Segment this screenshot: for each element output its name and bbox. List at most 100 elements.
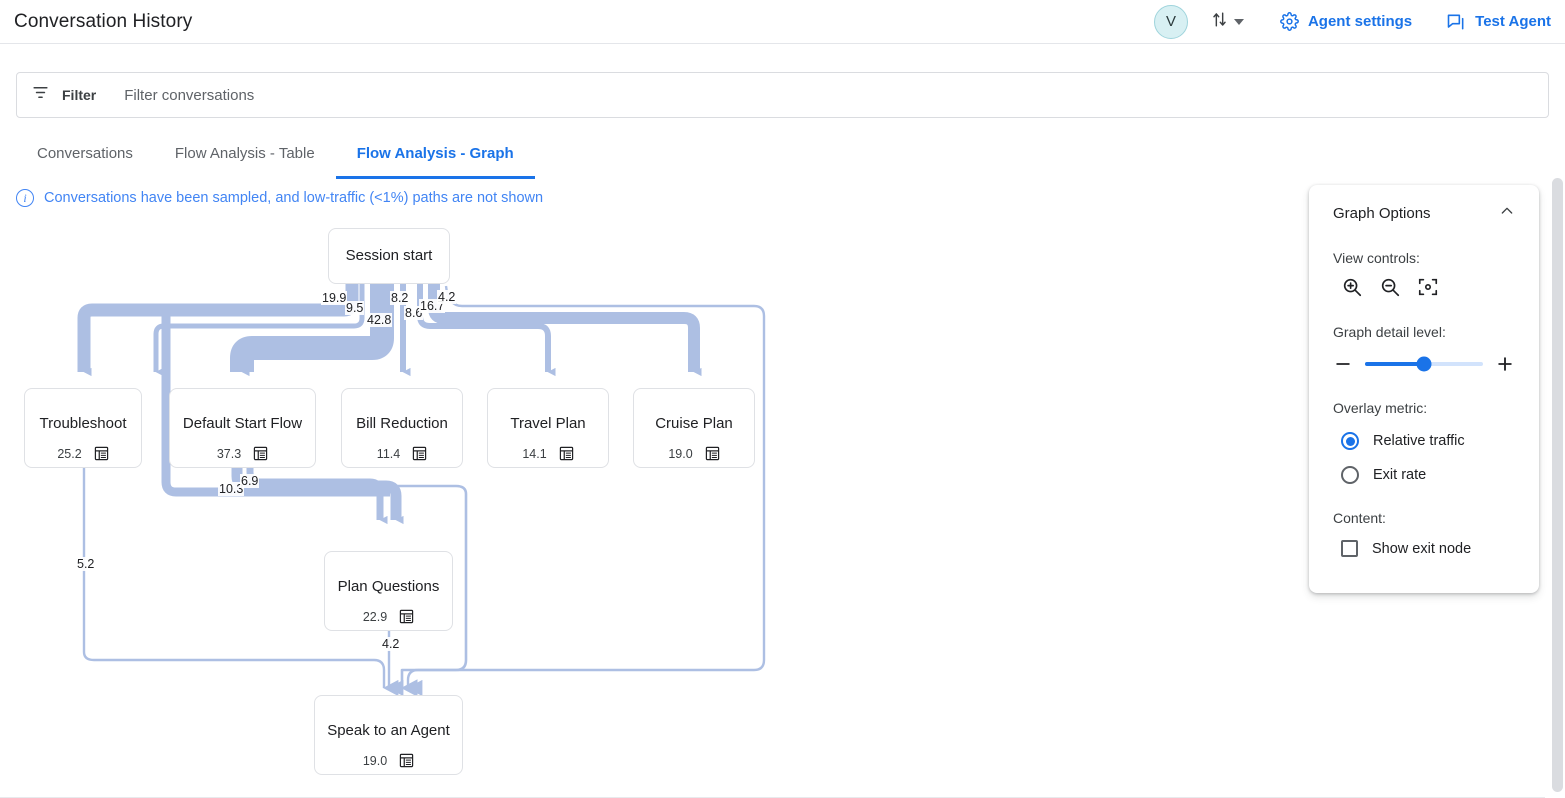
- node-title: Speak to an Agent: [327, 722, 450, 739]
- node-metric: 25.2: [57, 446, 82, 461]
- radio-relative-traffic[interactable]: Relative traffic: [1333, 432, 1515, 450]
- list-table-icon[interactable]: [705, 446, 720, 461]
- node-title: Troubleshoot: [39, 415, 127, 432]
- chat-bubbles-icon: [1446, 12, 1466, 32]
- node-metric: 14.1: [522, 446, 547, 461]
- avatar[interactable]: V: [1153, 4, 1188, 39]
- edge-label-plan-speak: 4.2: [381, 637, 401, 651]
- app-header: Conversation History V Agent settings: [0, 0, 1565, 44]
- filter-icon: [31, 83, 50, 107]
- radio-button[interactable]: [1341, 432, 1359, 450]
- list-table-icon[interactable]: [94, 446, 109, 461]
- header-actions: V Agent settings: [1153, 4, 1565, 39]
- edge-label-session-troubleshoot: 19.9: [321, 291, 348, 305]
- checkbox-icon[interactable]: [1341, 540, 1358, 557]
- node-metric-row: 14.1: [522, 446, 573, 461]
- agent-settings-label: Agent settings: [1307, 13, 1413, 30]
- flow-graph-canvas[interactable]: Session start Troubleshoot 25.2 Default …: [0, 176, 1545, 798]
- node-metric-row: 19.0: [363, 753, 414, 768]
- graph-node-default-start-flow[interactable]: Default Start Flow 37.3: [169, 388, 316, 468]
- vertical-scrollbar[interactable]: [1550, 176, 1565, 798]
- filter-bar[interactable]: Filter Filter conversations: [16, 72, 1549, 118]
- zoom-out-icon[interactable]: [1379, 276, 1401, 298]
- edge-troubleshoot-speak: [82, 448, 399, 697]
- tab-flow-analysis-table[interactable]: Flow Analysis - Table: [174, 145, 315, 162]
- edge-label-session-default-a: 42.8: [366, 313, 393, 327]
- graph-node-bill-reduction[interactable]: Bill Reduction 11.4: [341, 388, 463, 468]
- graph-node-cruise-plan[interactable]: Cruise Plan 19.0: [633, 388, 755, 468]
- graph-node-session-start[interactable]: Session start: [328, 228, 450, 284]
- node-title: Default Start Flow: [182, 415, 303, 432]
- scrollbar-thumb[interactable]: [1552, 178, 1563, 792]
- detail-level-slider-row: [1333, 354, 1515, 374]
- edge-session-default-a: [230, 284, 394, 377]
- chevron-up-icon[interactable]: [1499, 203, 1515, 224]
- content-label: Content:: [1333, 510, 1386, 526]
- edge-label-session-speak: 4.2: [437, 290, 457, 304]
- graph-node-speak-to-an-agent[interactable]: Speak to an Agent 19.0: [314, 695, 463, 775]
- view-controls-group: [1333, 276, 1515, 298]
- tab-flow-analysis-graph[interactable]: Flow Analysis - Graph: [335, 145, 535, 179]
- sampling-banner-text: Conversations have been sampled, and low…: [44, 190, 544, 206]
- view-controls-label: View controls:: [1333, 250, 1420, 266]
- edge-session-travel: [417, 284, 556, 377]
- graph-node-plan-questions[interactable]: Plan Questions 22.9: [324, 551, 453, 631]
- graph-node-troubleshoot[interactable]: Troubleshoot 25.2: [24, 388, 142, 468]
- edge-loop-left-a: [151, 303, 390, 497]
- agent-settings-button[interactable]: Agent settings: [1280, 12, 1412, 31]
- node-metric-row: 25.2: [57, 446, 108, 461]
- node-metric-row: 19.0: [668, 446, 719, 461]
- edge-label-troubleshoot-speak: 5.2: [76, 557, 96, 571]
- gear-icon: [1280, 12, 1299, 31]
- list-table-icon[interactable]: [253, 446, 268, 461]
- radio-exit-rate[interactable]: Exit rate: [1333, 466, 1515, 484]
- info-icon: i: [16, 189, 34, 207]
- swap-vertical-icon: [1210, 10, 1229, 34]
- detail-level-label: Graph detail level:: [1333, 324, 1446, 340]
- graph-options-title: Graph Options: [1333, 205, 1431, 222]
- node-title: Cruise Plan: [655, 415, 733, 432]
- list-table-icon[interactable]: [399, 753, 414, 768]
- fit-to-screen-icon[interactable]: [1417, 276, 1439, 298]
- page-title: Conversation History: [14, 10, 193, 32]
- edge-label-default-plan-a: 10.3: [218, 482, 245, 496]
- detail-level-slider[interactable]: [1365, 356, 1483, 372]
- node-metric: 19.0: [362, 753, 388, 768]
- node-title: Travel Plan: [510, 415, 586, 432]
- list-table-icon[interactable]: [412, 446, 427, 461]
- graph-node-travel-plan[interactable]: Travel Plan 14.1: [487, 388, 609, 468]
- node-metric: 11.4: [376, 446, 401, 461]
- tab-conversations[interactable]: Conversations: [37, 145, 133, 162]
- node-metric: 19.0: [668, 446, 693, 461]
- list-table-icon[interactable]: [399, 609, 414, 624]
- checkbox-show-exit-node[interactable]: Show exit node: [1333, 540, 1515, 557]
- swap-agent-button[interactable]: [1210, 10, 1244, 34]
- filter-label: Filter: [62, 87, 97, 103]
- checkbox-label: Show exit node: [1372, 540, 1472, 557]
- flow-graph-edges: [77, 284, 766, 798]
- edge-plan-right-loop: [240, 484, 468, 688]
- edge-label-default-plan-b: 6.9: [240, 474, 260, 488]
- radio-button[interactable]: [1341, 466, 1359, 484]
- slider-thumb[interactable]: [1416, 356, 1432, 372]
- node-title: Session start: [345, 247, 433, 264]
- node-metric: 22.9: [362, 609, 388, 624]
- graph-options-header[interactable]: Graph Options: [1333, 203, 1515, 224]
- list-table-icon[interactable]: [559, 446, 574, 461]
- plus-icon[interactable]: [1495, 354, 1515, 374]
- overlay-metric-label: Overlay metric:: [1333, 400, 1428, 416]
- zoom-in-icon[interactable]: [1341, 276, 1363, 298]
- node-metric: 37.3: [216, 446, 242, 461]
- node-title: Plan Questions: [337, 578, 440, 595]
- edge-label-session-default-b: 9.5: [345, 301, 365, 315]
- sampling-banner: i Conversations have been sampled, and l…: [16, 189, 543, 207]
- minus-icon[interactable]: [1333, 354, 1353, 374]
- radio-label: Exit rate: [1373, 467, 1427, 483]
- node-title: Bill Reduction: [356, 415, 448, 432]
- test-agent-label: Test Agent: [1475, 13, 1551, 30]
- graph-options-panel: Graph Options View controls: Graph detai…: [1309, 185, 1539, 593]
- radio-label: Relative traffic: [1373, 433, 1465, 449]
- tab-bar: Conversations Flow Analysis - Table Flow…: [16, 132, 535, 179]
- test-agent-button[interactable]: Test Agent: [1446, 12, 1551, 32]
- filter-input[interactable]: Filter conversations: [124, 86, 255, 104]
